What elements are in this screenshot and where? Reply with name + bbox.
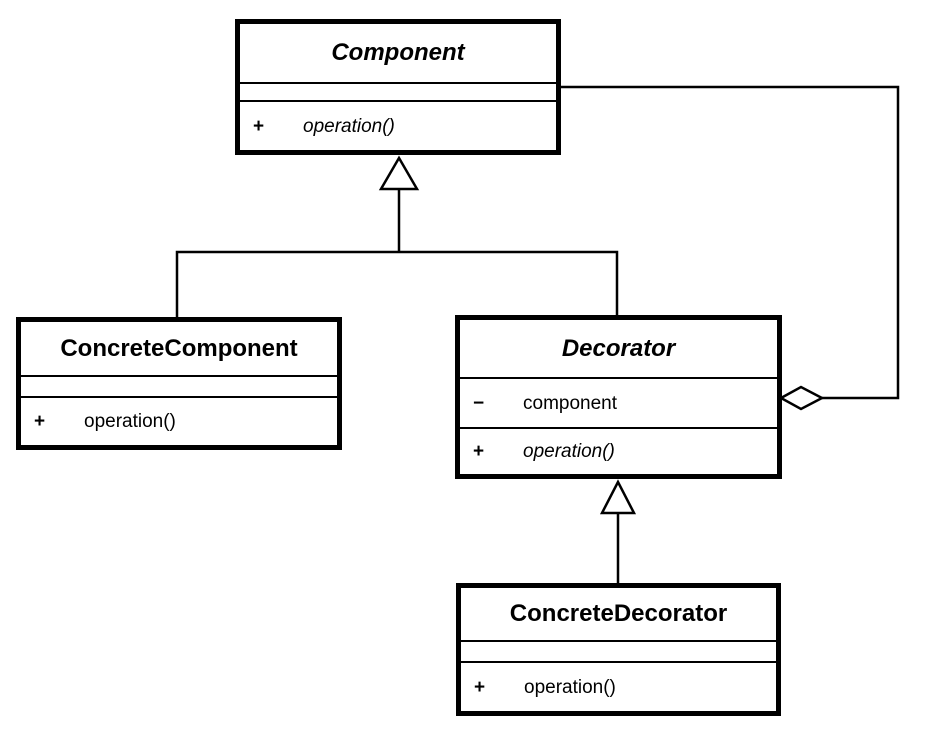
aggregation-line: [561, 85, 900, 400]
class-title-compartment: ConcreteComponent: [21, 322, 337, 375]
attributes-compartment: − component: [460, 377, 777, 427]
operation-name: operation(): [523, 441, 615, 462]
class-title-compartment: Component: [240, 24, 556, 82]
class-concrete-component: ConcreteComponent + operation(): [16, 317, 342, 450]
operations-compartment: + operation(): [460, 427, 777, 474]
class-title-compartment: ConcreteDecorator: [461, 588, 776, 640]
attributes-compartment: [240, 82, 556, 100]
class-title-compartment: Decorator: [460, 320, 777, 377]
class-component: Component + operation(): [235, 19, 561, 155]
attribute-row: − component: [460, 379, 777, 427]
attribute-name: component: [523, 392, 618, 414]
class-concrete-decorator: ConcreteDecorator + operation(): [456, 583, 781, 716]
operations-compartment: + operation(): [461, 661, 776, 711]
attributes-compartment: [21, 375, 337, 396]
operations-compartment: + operation(): [240, 100, 556, 150]
operations-compartment: + operation(): [21, 396, 337, 445]
visibility-sign: −: [473, 392, 485, 414]
class-name: Decorator: [561, 334, 676, 362]
visibility-sign: +: [34, 411, 46, 432]
operation-name: operation(): [84, 411, 176, 432]
attributes-compartment: [461, 640, 776, 661]
class-name: ConcreteDecorator: [509, 600, 728, 627]
aggregation-diamond: [778, 385, 825, 411]
inheritance-arrowhead-decorator: [599, 479, 637, 515]
class-name: Component: [331, 39, 465, 66]
operation-row: + operation(): [240, 102, 556, 150]
operation-name: operation(): [303, 115, 395, 137]
inheritance-arrowhead-component: [378, 155, 420, 191]
visibility-sign: +: [253, 115, 265, 137]
visibility-sign: +: [474, 676, 486, 698]
operation-row: + operation(): [21, 398, 337, 445]
class-decorator: Decorator − component + operation(): [455, 315, 782, 479]
operation-row: + operation(): [460, 429, 777, 474]
operation-row: + operation(): [461, 663, 776, 711]
visibility-sign: +: [473, 441, 485, 462]
generalization-branch-line: [175, 250, 619, 317]
operation-name: operation(): [524, 676, 616, 698]
class-name: ConcreteComponent: [60, 334, 298, 362]
